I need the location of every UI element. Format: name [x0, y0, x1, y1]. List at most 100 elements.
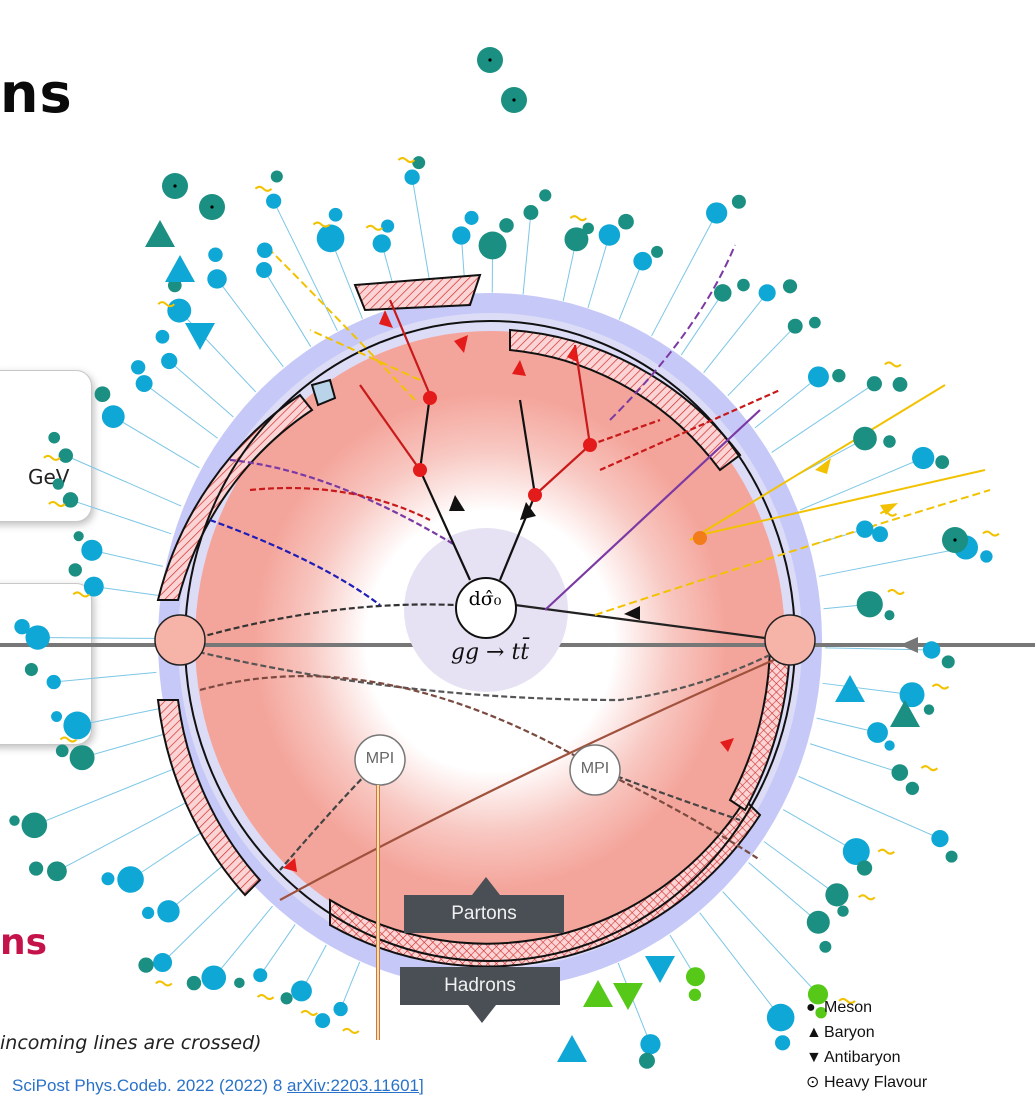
hadrons-tag: Hadrons	[400, 967, 560, 1023]
photon-squiggle	[982, 530, 1000, 537]
meson-particle	[923, 704, 935, 715]
hadron-ray	[213, 905, 273, 979]
triangle-up-icon: ▲	[806, 1024, 822, 1041]
meson-particle	[186, 975, 202, 991]
photon-squiggle	[254, 185, 273, 192]
hard-vertex-circle	[455, 577, 517, 639]
meson-particle	[68, 563, 82, 577]
meson-particle	[155, 329, 170, 344]
hadron-ray	[340, 961, 361, 1010]
baryon-particle	[145, 220, 175, 247]
meson-particle	[256, 262, 273, 278]
antibaryon-particle	[613, 983, 643, 1010]
cluster-segments	[156, 273, 792, 968]
beam-blob-left	[154, 614, 206, 666]
hadron-ray	[65, 455, 182, 507]
triangle-down-icon: ▼	[806, 1049, 822, 1066]
meson-particle	[931, 829, 949, 848]
meson-particle	[787, 318, 803, 334]
external-lines	[264, 244, 991, 616]
photon-squiggle	[157, 301, 175, 308]
meson-particle	[316, 224, 345, 253]
meson-particle	[73, 531, 84, 542]
slide-subtitle: ns	[0, 922, 48, 963]
hadron-ray	[798, 776, 941, 840]
meson-particle	[117, 866, 144, 893]
meson-particle	[157, 900, 180, 923]
meson-particle	[775, 1035, 791, 1051]
meson-particle	[766, 1003, 795, 1032]
black-arrows	[449, 495, 640, 620]
circle-icon: ●	[806, 999, 816, 1016]
hadron-ray	[162, 879, 247, 963]
photon-squiggle	[155, 980, 173, 987]
meson-particle	[737, 278, 750, 292]
citation-prefix: SciPost Phys.Codeb. 2022 (2022) 8	[12, 1076, 287, 1095]
hadron-ray	[699, 912, 782, 1018]
hadron-ray	[168, 360, 234, 418]
meson-particle	[758, 284, 776, 302]
hadron-ray	[93, 586, 158, 596]
hadron-ray	[822, 682, 913, 696]
meson-particle	[731, 194, 746, 209]
hadron-ray	[754, 376, 819, 429]
mpi-label-right: MPI	[580, 760, 610, 777]
hadron-ray	[34, 766, 178, 826]
meson-particle	[884, 740, 895, 751]
meson-particle	[51, 711, 63, 722]
hadron-ray	[273, 200, 338, 332]
photon-squiggle	[312, 221, 331, 228]
legend-item-antibaryon: ▼ Antibaryon	[806, 1045, 927, 1070]
meson-particle	[270, 170, 283, 183]
hadron-ray	[587, 234, 610, 308]
baryon-particle	[165, 255, 195, 282]
meson-particle	[464, 210, 479, 225]
beam-blob-right	[764, 614, 816, 666]
photon-squiggle	[342, 1027, 360, 1034]
meson-particle	[867, 722, 888, 743]
photon-squiggle	[365, 224, 384, 231]
meson-particle	[207, 269, 227, 289]
citation-suffix: ]	[419, 1076, 424, 1095]
photon-vertex	[693, 531, 707, 545]
meson-particle	[135, 375, 153, 393]
particle-legend: ● Meson ▲ Baryon ▼ Antibaryon ⊙ Heavy Fl…	[806, 995, 927, 1095]
photon-squiggle	[877, 848, 895, 855]
meson-particle	[688, 988, 702, 1002]
meson-particle	[782, 279, 798, 294]
meson-particle	[94, 386, 111, 403]
meson-particle	[478, 231, 507, 260]
hadron-ray	[748, 862, 819, 923]
meson-particle	[819, 940, 832, 953]
meson-particle	[598, 224, 621, 246]
meson-particle	[883, 435, 896, 448]
baryon-particle	[557, 1035, 587, 1062]
partons-tag: Partons	[404, 877, 564, 933]
hard-process-label: gg → tt̄	[450, 640, 530, 665]
meson-particle	[523, 205, 539, 220]
meson-particle	[47, 861, 67, 882]
meson-particle	[328, 207, 343, 222]
citation-link[interactable]: arXiv:2203.11601	[287, 1076, 420, 1095]
baryon-particle	[583, 980, 613, 1007]
meson-particle	[564, 227, 589, 252]
meson-particle	[853, 426, 877, 451]
meson-particle	[14, 618, 30, 635]
meson-particle	[832, 369, 846, 383]
meson-particle	[825, 883, 849, 907]
hadron-ray	[816, 717, 878, 733]
meson-particle	[866, 376, 882, 392]
parton-lines	[189, 299, 786, 901]
meson-particle	[315, 1013, 331, 1029]
hadron-ray	[782, 809, 857, 852]
meson-particle	[52, 478, 64, 490]
meson-particle	[912, 446, 935, 470]
meson-particle	[46, 674, 61, 690]
meson-particle	[153, 953, 173, 973]
meson-particle	[945, 850, 958, 863]
meson-particle	[101, 872, 115, 886]
hadron-ray	[618, 261, 644, 320]
meson-particle	[809, 316, 821, 329]
meson-particle	[807, 984, 829, 1005]
meson-particle	[905, 781, 920, 795]
